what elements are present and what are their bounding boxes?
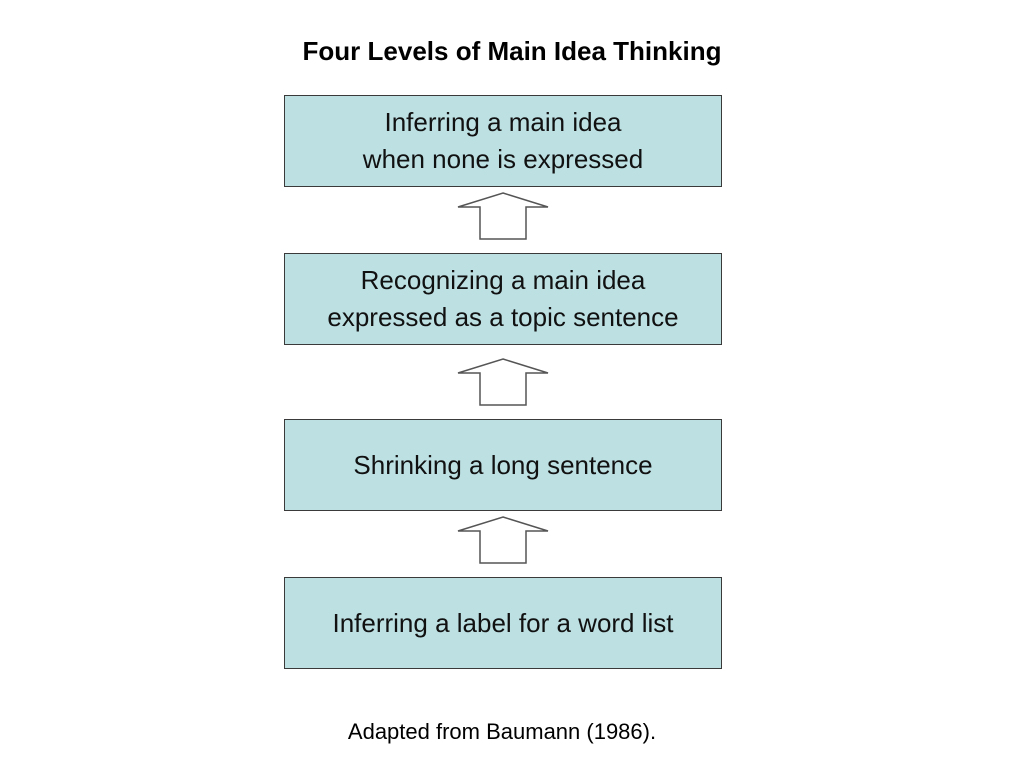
up-arrow-shape <box>457 192 549 240</box>
level-box-2: Recognizing a main idea expressed as a t… <box>284 253 722 345</box>
level-box-2-line-1: Recognizing a main idea <box>360 265 646 295</box>
up-arrow-shape <box>457 516 549 564</box>
up-arrow-shape <box>457 358 549 406</box>
level-box-4-line-1: Inferring a label for a word list <box>332 607 674 638</box>
diagram-title-text: Four Levels of Main Idea Thinking <box>302 36 722 66</box>
level-box-1-line-2: when none is expressed <box>362 144 644 174</box>
diagram-title: Four Levels of Main Idea Thinking <box>0 31 1024 71</box>
level-box-1: Inferring a main idea when none is expre… <box>284 95 722 187</box>
level-box-3-line-1: Shrinking a long sentence <box>353 449 653 480</box>
source-caption: Adapted from Baumann (1986). <box>347 719 657 744</box>
up-arrow-icon <box>457 516 549 564</box>
level-box-2-line-2: expressed as a topic sentence <box>327 302 679 332</box>
level-box-1-line-1: Inferring a main idea <box>384 107 622 137</box>
up-arrow-icon <box>457 192 549 240</box>
level-box-3: Shrinking a long sentence <box>284 419 722 511</box>
level-box-4: Inferring a label for a word list <box>284 577 722 669</box>
up-arrow-icon <box>457 358 549 406</box>
